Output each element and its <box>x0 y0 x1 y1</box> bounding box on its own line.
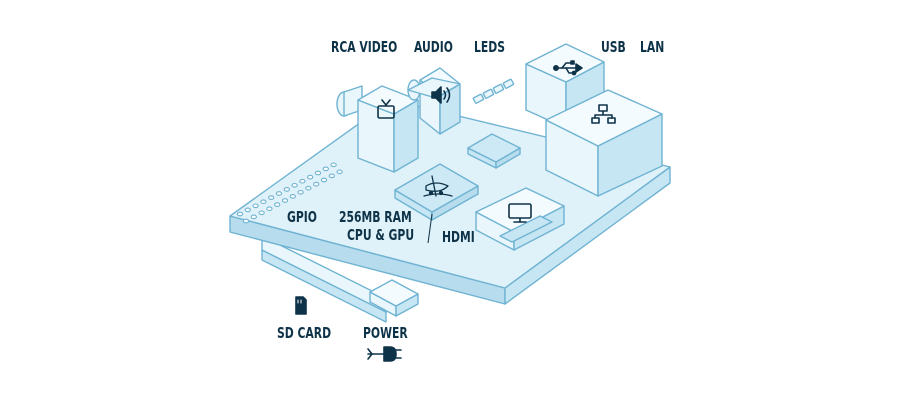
status-leds <box>472 78 515 104</box>
label-leaders <box>427 213 433 244</box>
monitor-icon <box>508 203 532 223</box>
lan-port <box>545 89 663 197</box>
power-connector <box>369 279 419 317</box>
gpio-pin <box>275 191 283 196</box>
gpio-pin <box>266 206 273 212</box>
power-plug-icon <box>367 346 402 362</box>
rca-video-label: RCA VIDEO <box>331 38 398 56</box>
gpio-pin <box>260 199 267 205</box>
gpio-pin <box>320 177 328 183</box>
sd-slot <box>261 235 387 323</box>
ram-chip-small <box>467 133 521 169</box>
usb-icon <box>552 60 583 76</box>
network-icon <box>591 104 616 124</box>
cpu-gpu-chip <box>394 163 479 221</box>
leds-label: LEDS <box>474 38 506 56</box>
tv-icon <box>377 99 395 119</box>
sd-card-icon <box>295 296 307 315</box>
gpio-pin <box>236 211 244 217</box>
hdmi-label: HDMI <box>442 228 475 246</box>
gpio-pin <box>328 173 335 179</box>
audio-label: AUDIO <box>414 38 453 56</box>
hdmi-connector <box>475 187 565 251</box>
gpio-pin <box>252 203 259 209</box>
gpio-pins <box>236 162 343 224</box>
gpio-pin <box>307 174 314 180</box>
gpio-pin <box>330 162 337 168</box>
gpio-pin <box>314 170 322 176</box>
power-label: POWER <box>363 324 408 342</box>
gpio-pin <box>299 178 306 184</box>
gpio-pin <box>322 166 329 172</box>
gpio-pin <box>281 198 289 203</box>
sd-card-label: SD CARD <box>277 324 332 342</box>
gpio-pin <box>250 214 257 220</box>
audio-connector <box>407 67 461 135</box>
gpio-pin <box>244 207 251 213</box>
gpio-pin <box>305 185 312 191</box>
gpio-pin <box>291 182 298 188</box>
gpio-pin <box>336 169 343 175</box>
raspberry-logo-icon <box>423 175 453 197</box>
gpio-pin <box>289 194 296 199</box>
gpio-pin <box>258 210 265 216</box>
gpio-pin <box>274 202 281 207</box>
cpu-gpu-label: CPU & GPU <box>347 226 415 244</box>
gpio-label: GPIO <box>287 208 317 226</box>
gpio-pin <box>283 187 290 192</box>
usb-label: USB <box>601 38 626 56</box>
lan-label: LAN <box>640 38 665 56</box>
gpio-pin <box>313 181 320 187</box>
gpio-pin <box>268 195 275 200</box>
ram-label: 256MB RAM <box>339 208 412 226</box>
speaker-icon <box>431 86 451 104</box>
gpio-pin <box>242 218 250 224</box>
gpio-pin <box>297 189 304 195</box>
